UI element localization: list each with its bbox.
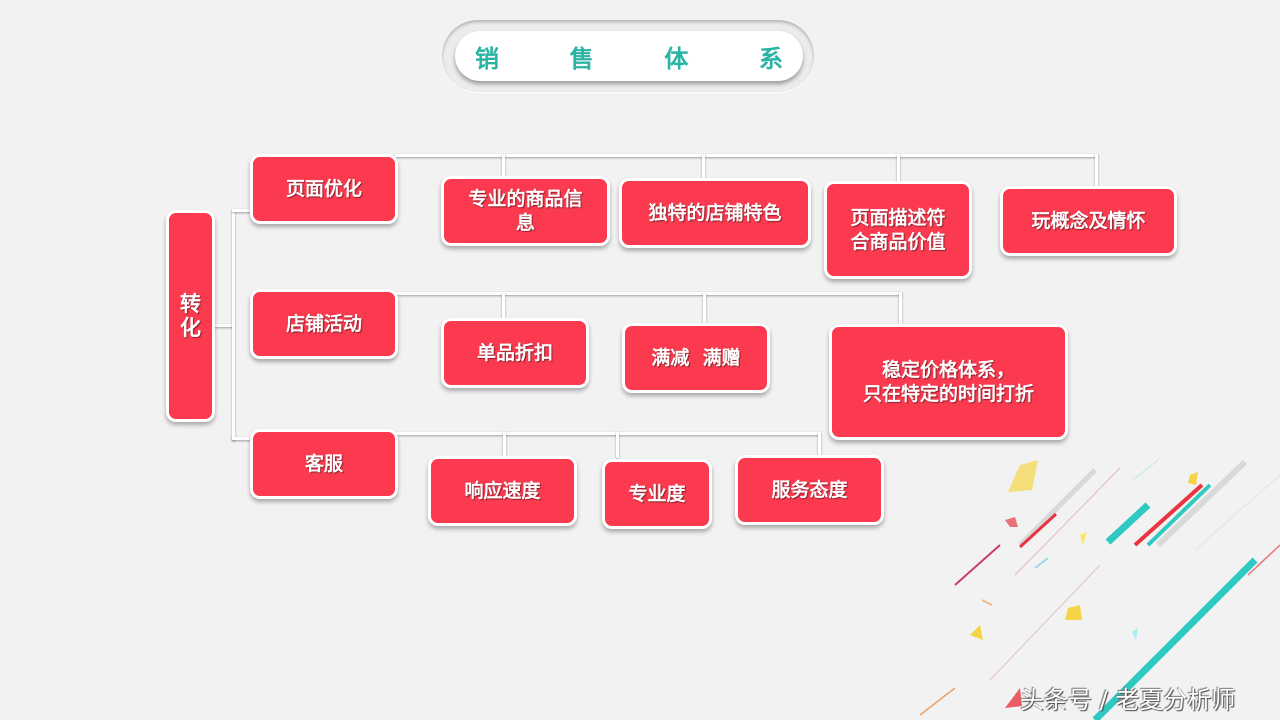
root-node: 转 化	[166, 210, 215, 422]
title-char: 体	[664, 44, 689, 73]
connector-b2-c2	[703, 292, 706, 324]
leaf-node: 满减 满赠	[622, 323, 770, 393]
leaf-node: 专业度	[602, 459, 712, 529]
title-char: 销	[475, 44, 499, 73]
leaf-node: 响应速度	[428, 456, 577, 526]
connector-trunk	[232, 210, 235, 440]
branch-node-customer-service: 客服	[250, 429, 398, 499]
connector-b1-c1	[502, 154, 505, 178]
title-char: 售	[569, 44, 594, 73]
leaf-node: 稳定价格体系， 只在特定的时间打折	[829, 324, 1068, 440]
connector-b1-c3	[897, 154, 900, 182]
connector-b2-c1	[502, 292, 505, 318]
title-char: 系	[758, 44, 783, 73]
connector-b2-h	[395, 292, 902, 295]
leaf-node: 独特的店铺特色	[619, 178, 811, 248]
leaf-node: 专业的商品信 息	[441, 176, 610, 246]
watermark: 头条号 / 老夏分析师	[1020, 686, 1236, 714]
connector-b3-c1	[503, 432, 506, 456]
leaf-node: 服务态度	[735, 455, 884, 525]
leaf-node: 玩概念及情怀	[1000, 186, 1177, 256]
leaf-node: 单品折扣	[441, 318, 589, 388]
branch-node-page-optimization: 页面优化	[250, 154, 398, 224]
leaf-node: 页面描述符 合商品价值	[824, 181, 972, 279]
confetti-decoration	[920, 459, 1280, 720]
connector-b1	[232, 209, 254, 212]
connector-b2-c3	[899, 292, 902, 324]
connector-b3-c3	[818, 432, 821, 456]
connector-b3-h	[395, 432, 820, 435]
connector-b1-c4	[1095, 154, 1098, 186]
page-title: 销 售 体 系	[455, 31, 803, 81]
connector-b3	[232, 437, 254, 440]
connector-b1-c2	[702, 154, 705, 178]
connector-b1-h	[395, 154, 1098, 157]
connector-b3-c2	[616, 432, 619, 458]
connector-root	[212, 324, 234, 327]
branch-node-store-activity: 店铺活动	[250, 289, 398, 359]
